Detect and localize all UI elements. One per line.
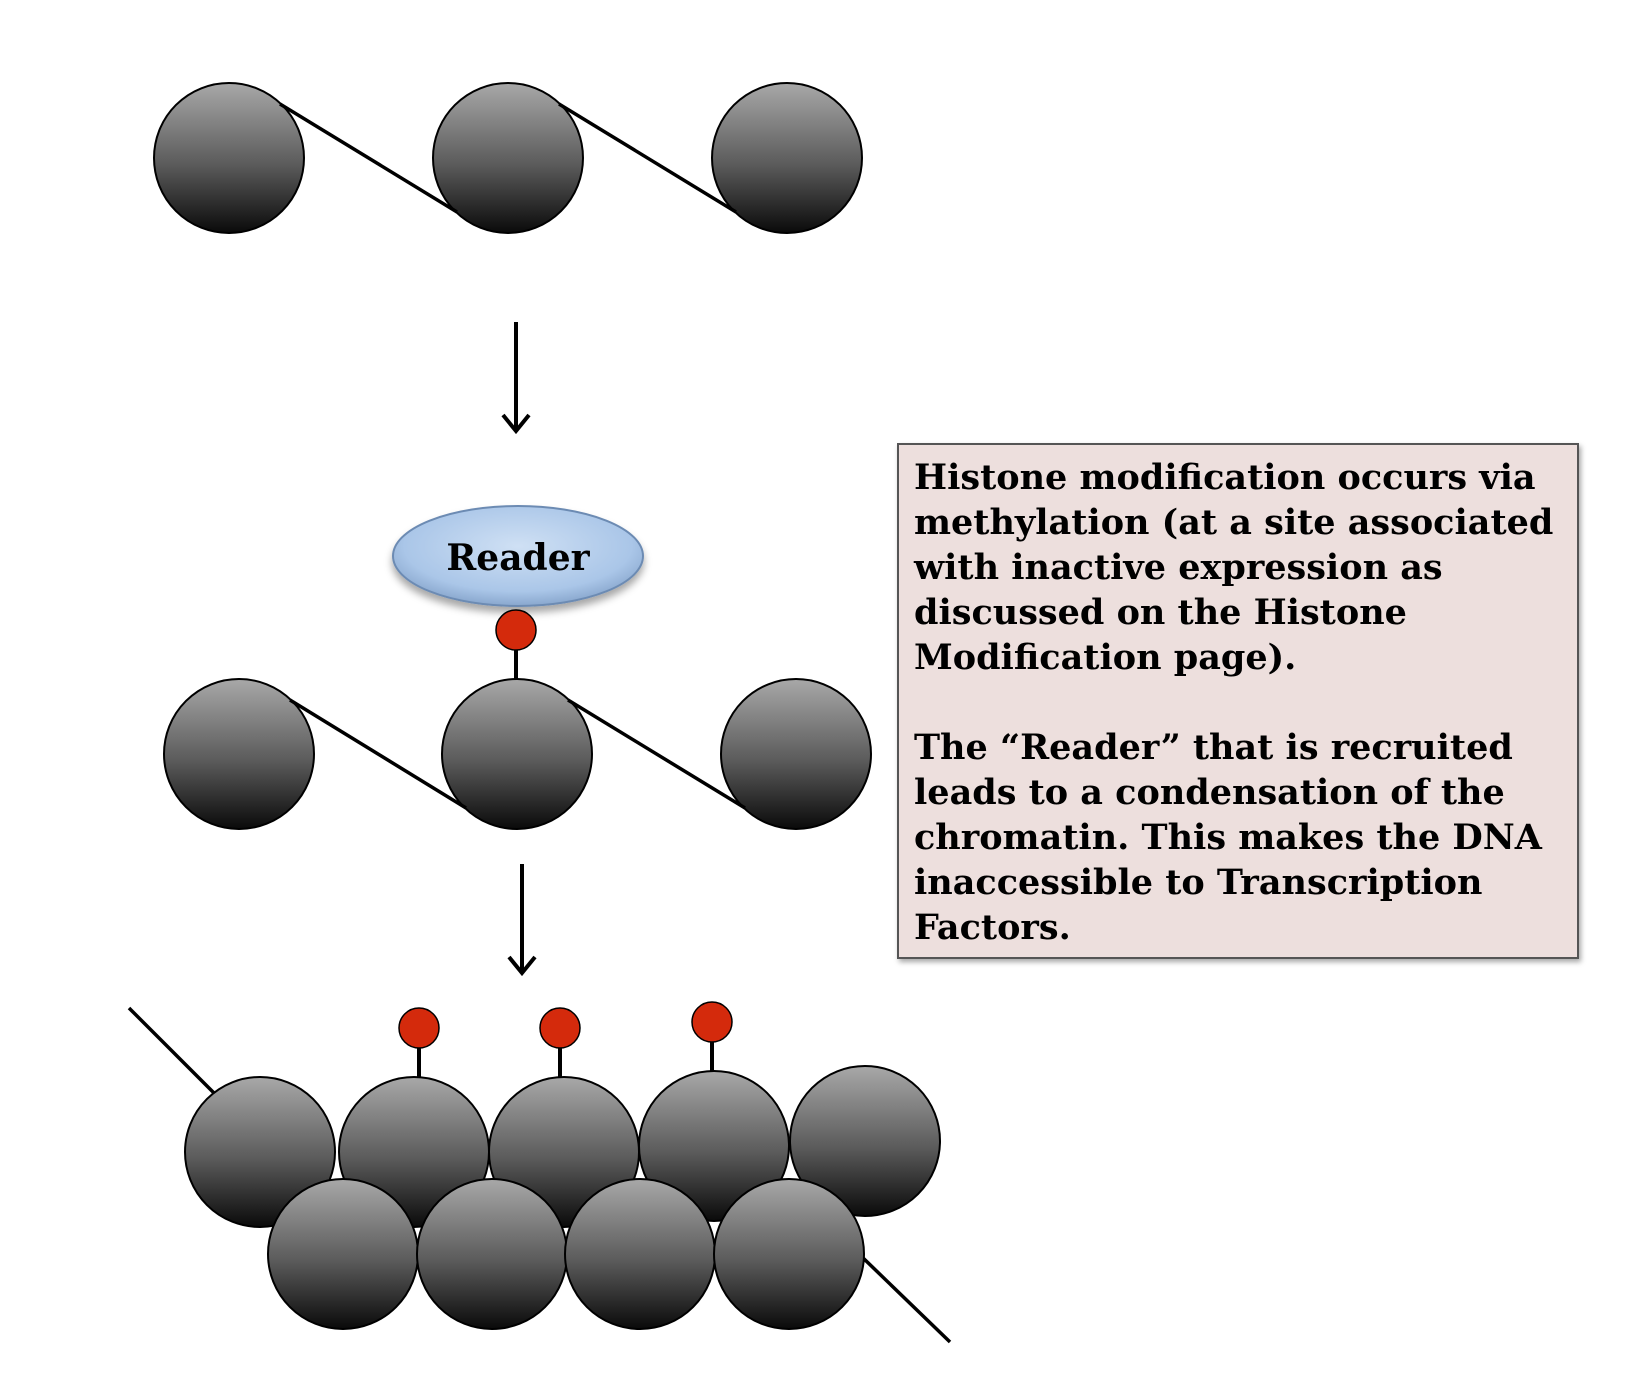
nucleosome xyxy=(713,1178,865,1330)
nucleosome xyxy=(163,678,315,830)
methyl-mark xyxy=(691,1001,733,1043)
nucleosome xyxy=(432,82,584,234)
dna-linker xyxy=(558,102,737,214)
explanation-paragraph: The “Reader” that is recruited leads to … xyxy=(914,727,1542,948)
methyl-mark xyxy=(539,1007,581,1049)
methyl-mark xyxy=(398,1007,440,1049)
explanation-box: Histone modification occurs via methylat… xyxy=(897,443,1579,959)
nucleosome xyxy=(638,1070,790,1222)
explanation-paragraph: Histone modification occurs via methylat… xyxy=(914,457,1554,678)
condensed-chromatin-row-3 xyxy=(127,1001,952,1344)
nucleosome xyxy=(789,1065,941,1217)
dna-tail xyxy=(127,1006,220,1099)
nucleosome xyxy=(720,678,872,830)
dna-linker xyxy=(567,698,746,810)
reader-label: Reader xyxy=(446,537,590,579)
nucleosome xyxy=(711,82,863,234)
dna-linker xyxy=(279,102,458,214)
down-arrow-icon xyxy=(501,322,531,435)
dna-tail xyxy=(858,1253,952,1344)
down-arrow-icon xyxy=(507,864,537,977)
open-chromatin-row-1 xyxy=(153,82,863,234)
methyl-mark xyxy=(495,609,537,651)
nucleosome xyxy=(564,1178,716,1330)
dna-linker xyxy=(289,698,467,810)
nucleosome xyxy=(153,82,305,234)
nucleosome xyxy=(441,678,593,830)
nucleosome xyxy=(267,1178,419,1330)
methylated-chromatin-row-2 xyxy=(163,609,872,830)
nucleosome xyxy=(184,1076,336,1228)
nucleosome xyxy=(416,1178,568,1330)
reader-protein: Reader xyxy=(392,505,644,607)
